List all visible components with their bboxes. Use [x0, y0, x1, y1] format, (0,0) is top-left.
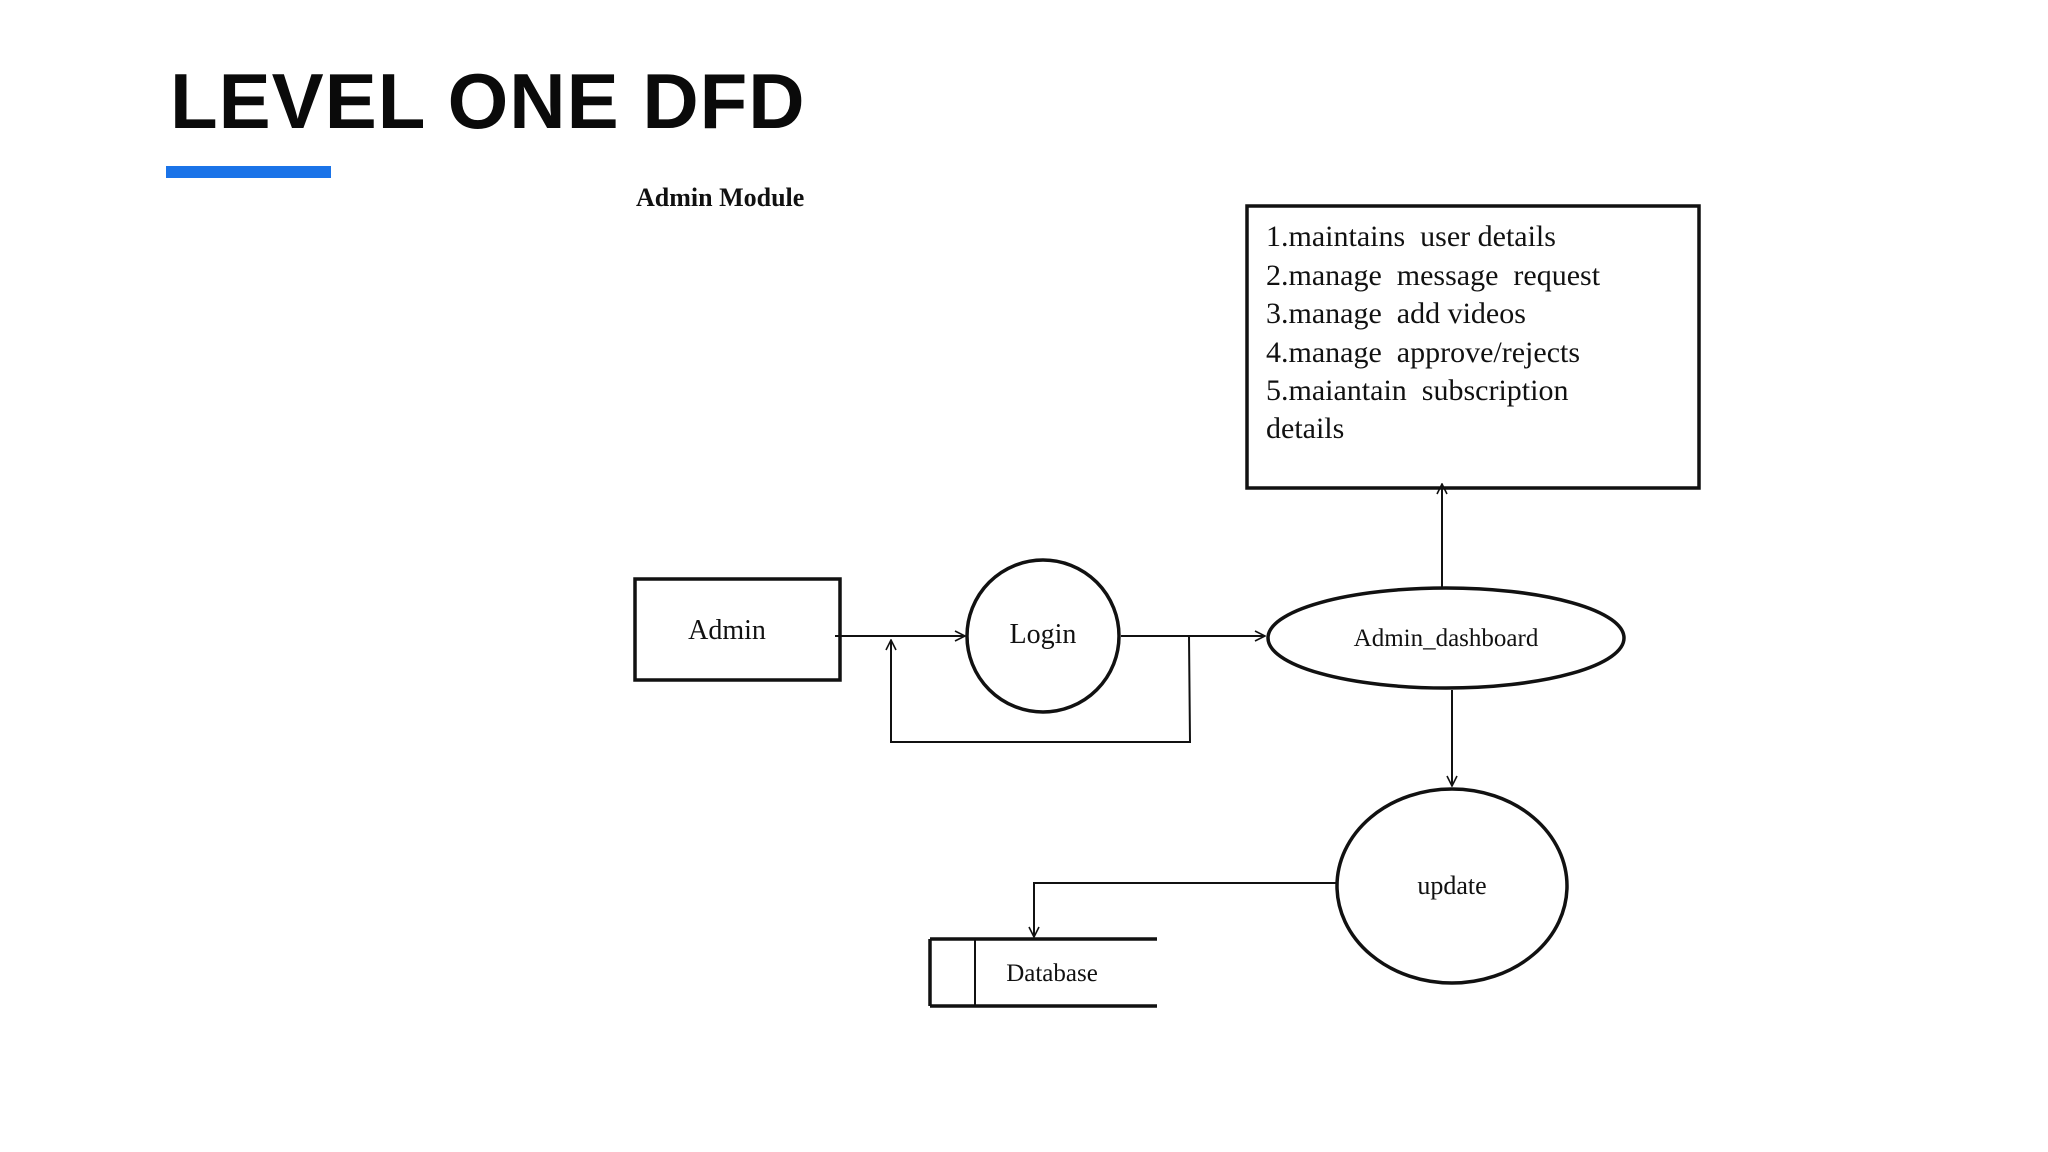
- admin-dashboard-process: Admin_dashboard: [1266, 586, 1626, 690]
- admin-entity: Admin: [633, 577, 842, 682]
- admin-entity-box: [633, 577, 842, 682]
- function-line-2: 2.manage message request: [1266, 259, 1601, 292]
- function-line-5: 5.maiantain subscription: [1266, 374, 1568, 407]
- update-ellipse: [1335, 787, 1569, 985]
- module-label: Admin Module: [636, 183, 804, 212]
- function-line-1: 1.maintains user details: [1266, 220, 1556, 253]
- update-process: update: [1335, 787, 1569, 985]
- function-line-4: 4.manage approve/rejects: [1266, 336, 1580, 369]
- slide-title: LEVEL ONE DFD: [170, 57, 806, 145]
- function-line-6: details: [1266, 412, 1344, 445]
- admin-dashboard-label: Admin_dashboard: [1354, 625, 1539, 652]
- database-store: Database: [928, 937, 1157, 1008]
- function-line-3: 3.manage add videos: [1266, 297, 1526, 330]
- admin-functions-box: 1.maintains user details 2.manage messag…: [1245, 204, 1701, 490]
- update-label: update: [1417, 871, 1486, 900]
- flow-update-to-database: [1034, 882, 1337, 937]
- database-label: Database: [1006, 960, 1098, 987]
- login-label: Login: [1010, 619, 1077, 650]
- data-flows: [835, 484, 1452, 937]
- title-accent-bar: [166, 166, 331, 178]
- flow-login-retry-loop: [891, 635, 1192, 743]
- admin-entity-label: Admin: [688, 615, 766, 646]
- login-circle: [965, 558, 1121, 714]
- functions-box-border: [1245, 204, 1701, 490]
- login-process: Login: [965, 558, 1121, 714]
- admin-dashboard-ellipse: [1266, 586, 1626, 690]
